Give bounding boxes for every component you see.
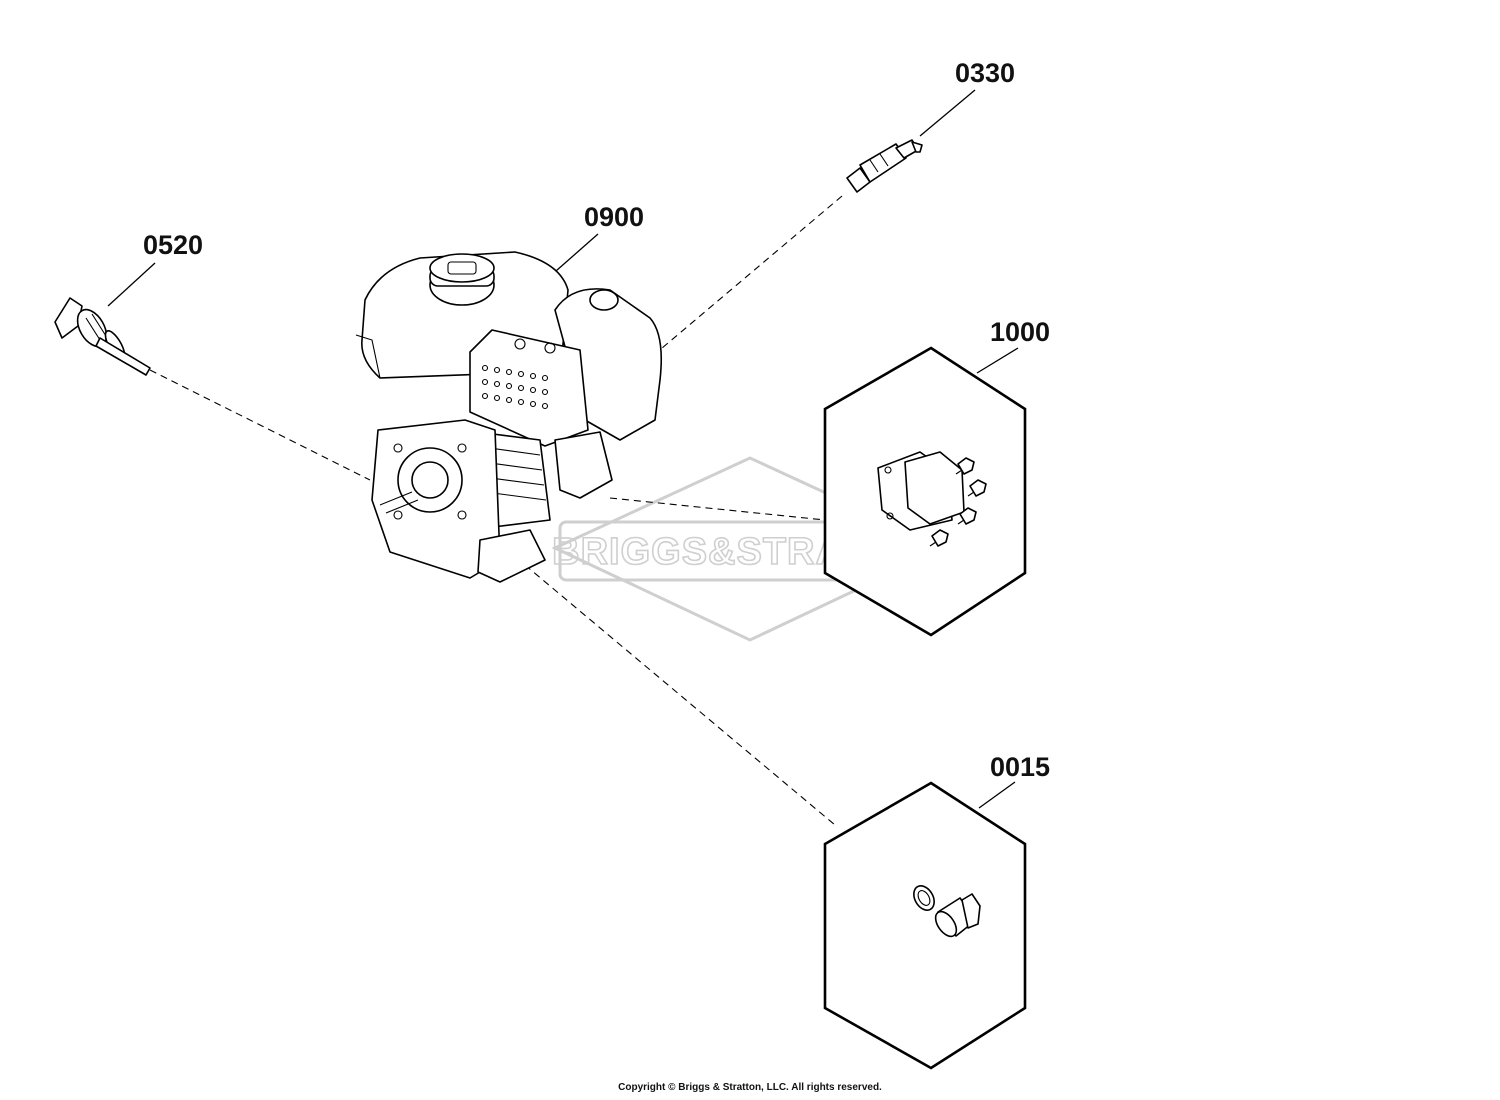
valve-cover-kit-icon <box>877 451 987 547</box>
engine-icon <box>355 251 663 583</box>
drain-plug-kit <box>823 781 1027 1070</box>
bolt-icon <box>967 479 987 497</box>
spark-plug-icon <box>846 139 923 193</box>
dipstick-icon <box>54 297 151 376</box>
callout-0900[interactable]: 0900 <box>584 202 644 232</box>
callout-0330[interactable]: 0330 <box>955 58 1015 88</box>
muffler-holes <box>481 364 549 410</box>
bolt-icon <box>955 457 975 475</box>
callout-1000[interactable]: 1000 <box>990 317 1050 347</box>
valve-cover-kit <box>823 346 1027 637</box>
callout-labels: 0330 0900 0520 1000 0015 <box>143 58 1050 782</box>
bolt-icon <box>929 529 949 547</box>
callout-0520[interactable]: 0520 <box>143 230 203 260</box>
copyright-footer: Copyright © Briggs & Stratton, LLC. All … <box>618 1082 882 1093</box>
callout-0015[interactable]: 0015 <box>990 752 1050 782</box>
bolt-icon <box>957 507 977 525</box>
drain-plug-kit-icon <box>913 885 981 938</box>
